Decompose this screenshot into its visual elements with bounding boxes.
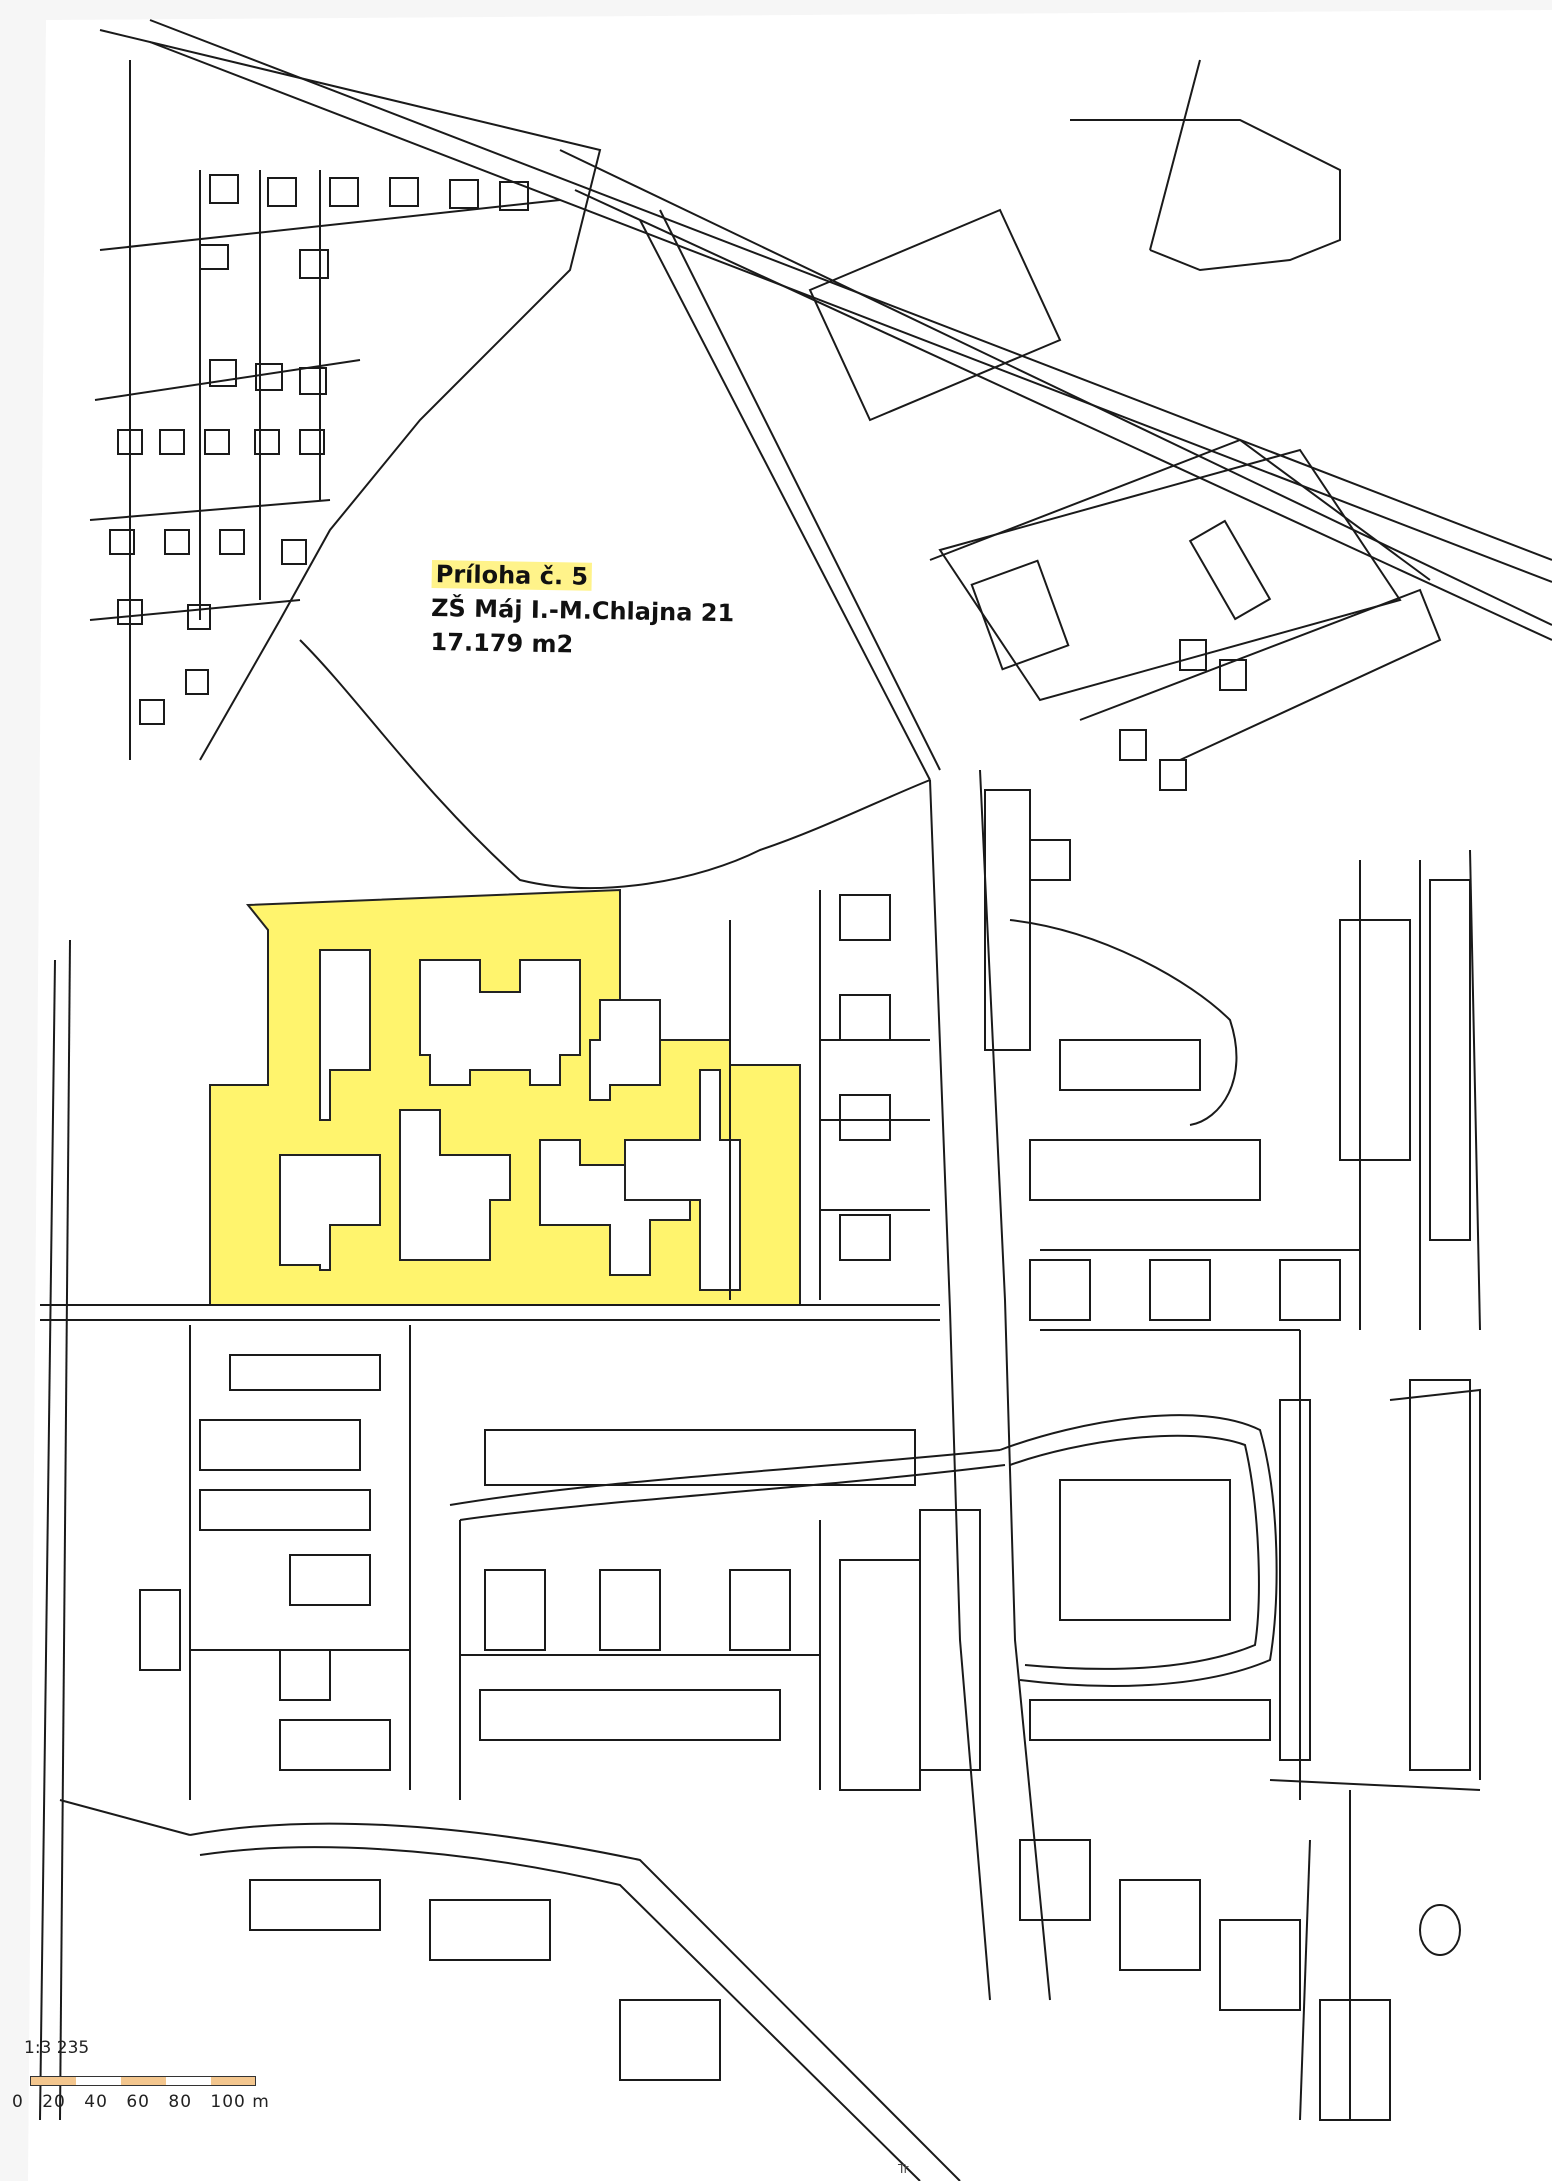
school-buildings [279, 949, 741, 1291]
parcel-area: 17.179 m2 [430, 627, 574, 659]
scale-tick: 80 [168, 2092, 193, 2112]
scale-tick: 20 [42, 2092, 66, 2112]
scale-bar [30, 2076, 256, 2086]
scale-tick: 0 [12, 2092, 24, 2112]
scale-tick: 60 [126, 2092, 150, 2112]
annex-label: Príloha č. 5 ZŠ Máj I.-M.Chlajna 21 17.1… [430, 560, 762, 662]
scale-ticks: 0 20 40 60 80 100 m [12, 2092, 282, 2112]
school-name: ZŠ Máj I.-M.Chlajna 21 [430, 593, 735, 628]
building-footprints [109, 174, 1471, 2121]
scale-tick: 100 m [210, 2092, 270, 2112]
scale-ratio: 1:3 235 [24, 2038, 90, 2058]
corner-mark: Tr [898, 2162, 909, 2176]
scale-tick: 40 [84, 2092, 108, 2112]
annex-title: Príloha č. 5 [431, 560, 593, 591]
